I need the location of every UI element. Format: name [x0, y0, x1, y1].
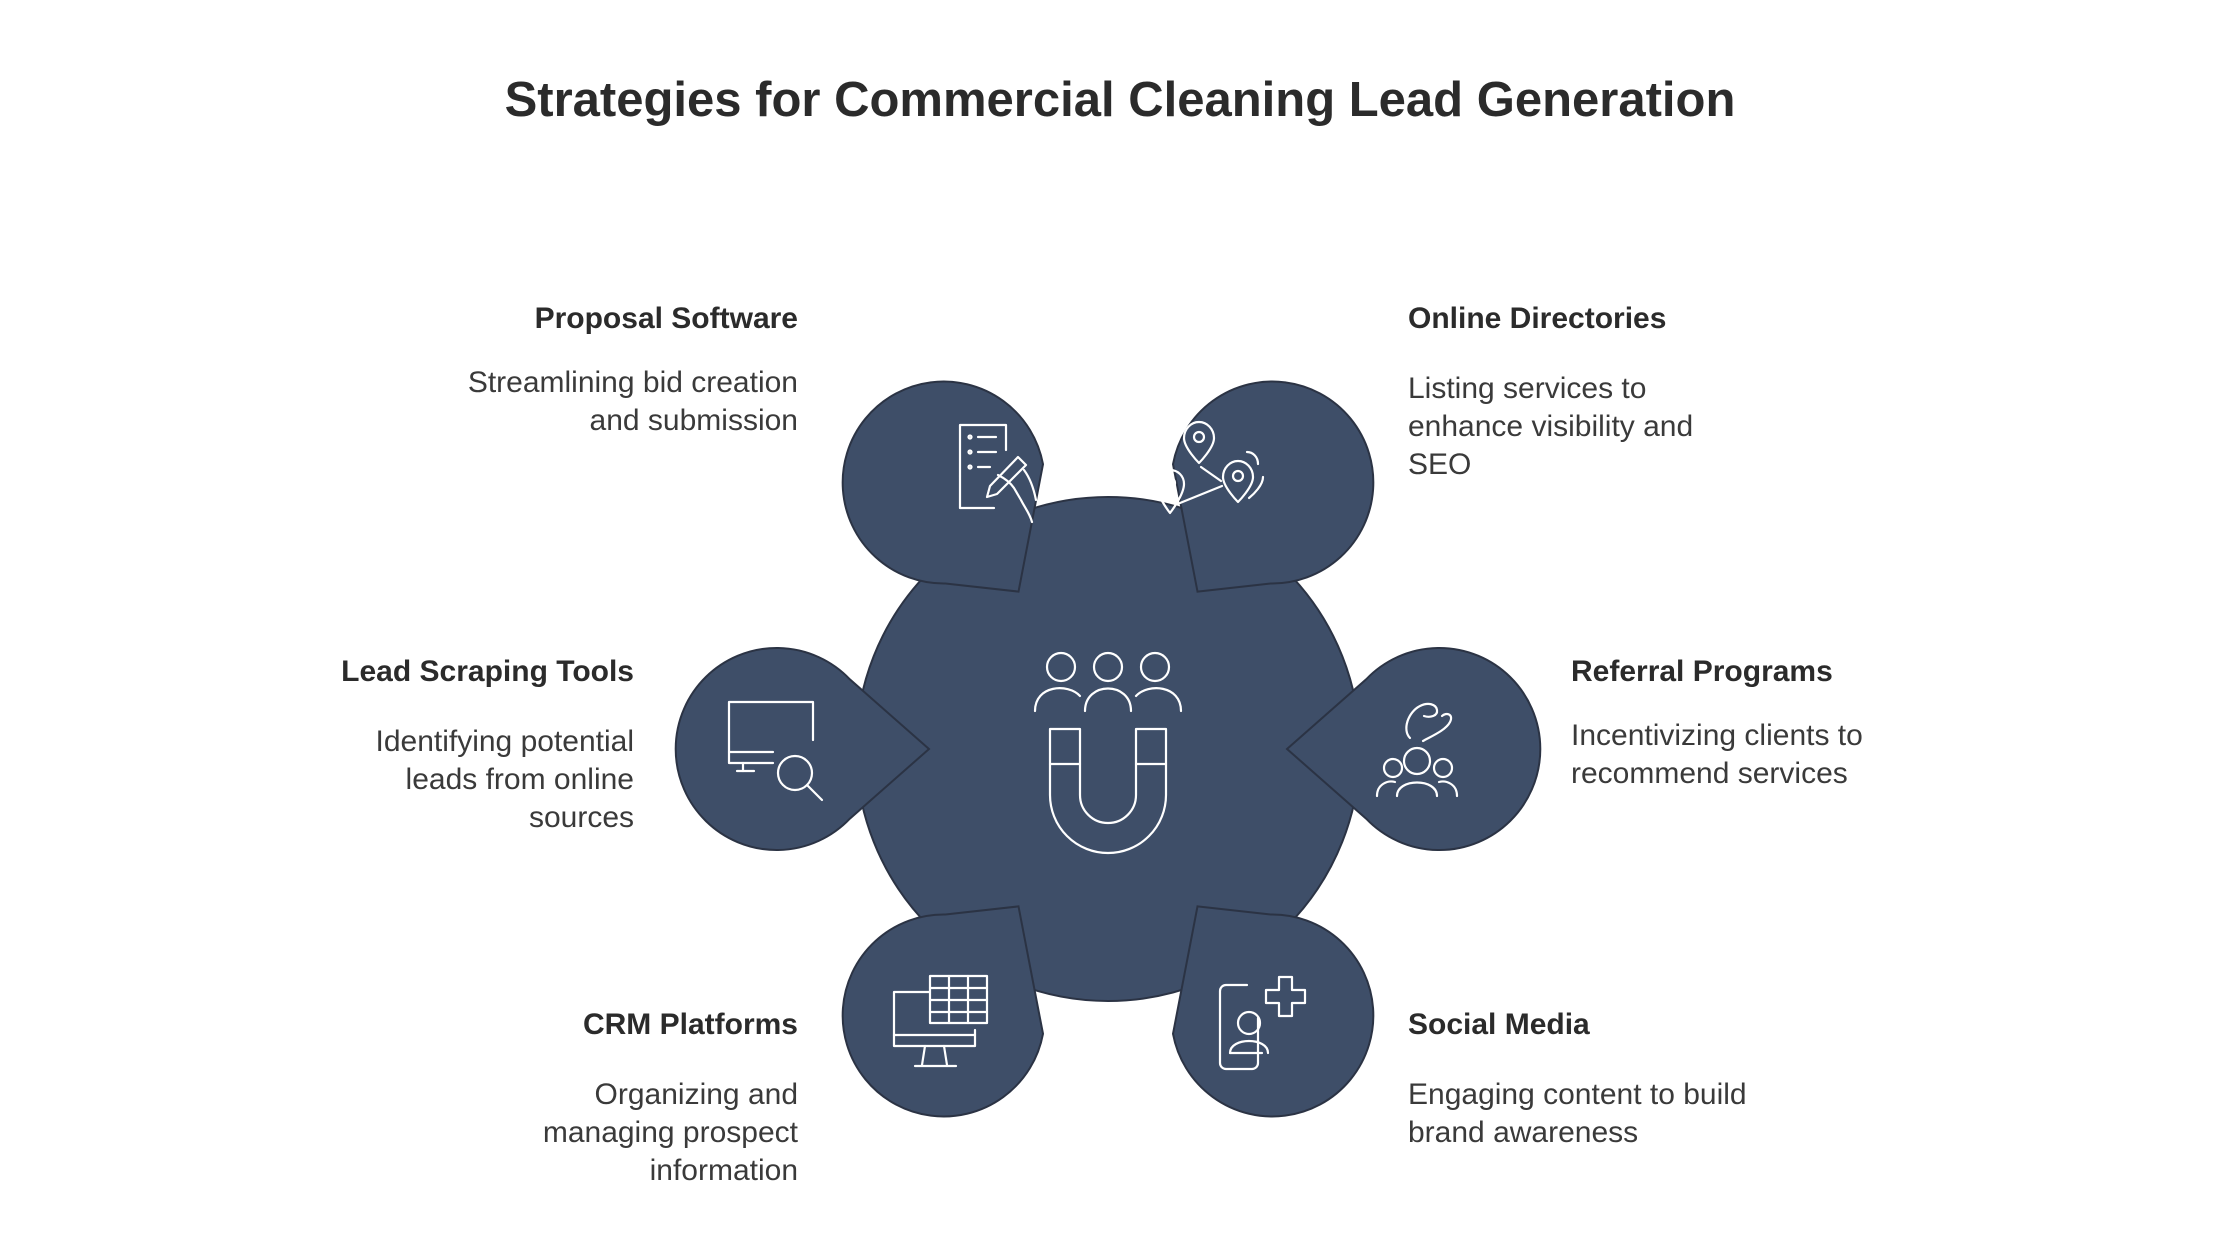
item-description: Engaging content to build brand awarenes… [1408, 1078, 1747, 1149]
label-online-directories: Online Directories Listing services to e… [1408, 302, 1738, 484]
label-proposal-software: Proposal Software Streamlining bid creat… [278, 302, 798, 440]
label-social-media: Social Media Engaging content to build b… [1408, 1008, 1748, 1152]
label-lead-scraping-tools: Lead Scraping Tools Identifying potentia… [294, 655, 634, 837]
node-online-directories [1171, 380, 1375, 593]
referral-group-icon [1375, 702, 1459, 798]
label-crm-platforms: CRM Platforms Organizing and managing pr… [478, 1008, 798, 1190]
item-title: Proposal Software [534, 302, 798, 335]
item-description: Streamlining bid creation and submission [467, 366, 798, 437]
node-lead-scraping-tools [674, 647, 931, 851]
phone-profile-plus-icon [1218, 975, 1307, 1071]
node-proposal-software [841, 380, 1045, 593]
item-description: Organizing and managing prospect informa… [542, 1078, 798, 1187]
label-referral-programs: Referral Programs Incentivizing clients … [1571, 655, 1911, 793]
document-signing-icon [958, 423, 1038, 524]
item-title: Lead Scraping Tools [341, 655, 634, 688]
monitor-search-icon [727, 700, 824, 802]
map-pins-icon [1154, 420, 1265, 515]
magnet-people-icon [1033, 651, 1183, 855]
page-title: Strategies for Commercial Cleaning Lead … [504, 73, 1736, 127]
node-social-media [1171, 905, 1375, 1118]
item-description: Identifying potential leads from online … [375, 725, 634, 834]
item-title: Referral Programs [1571, 655, 1833, 688]
monitor-spreadsheet-icon [892, 974, 989, 1068]
item-description: Listing services to enhance visibility a… [1408, 372, 1694, 481]
item-title: CRM Platforms [582, 1008, 798, 1041]
item-title: Online Directories [1408, 302, 1667, 335]
item-title: Social Media [1408, 1008, 1590, 1041]
item-description: Incentivizing clients to recommend servi… [1571, 719, 1863, 790]
